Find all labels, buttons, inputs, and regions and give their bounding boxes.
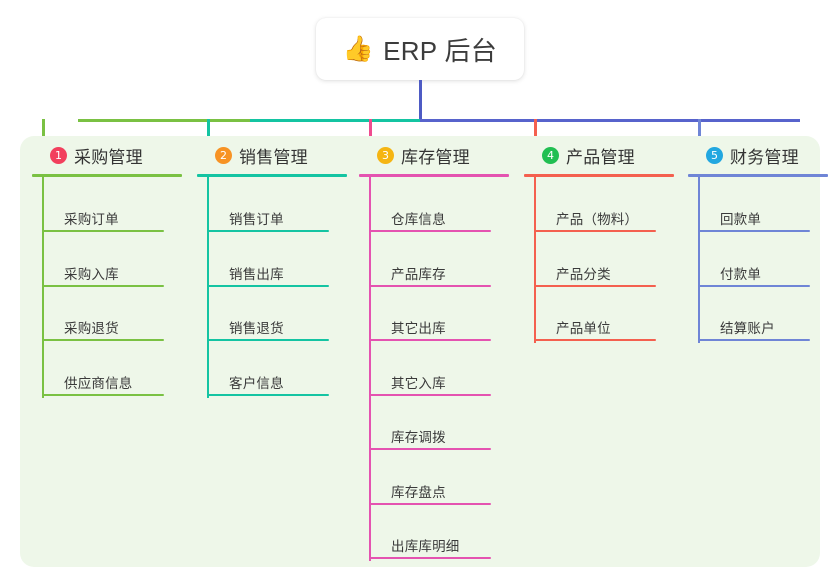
branch-column-5: 5 财务管理回款单付款单结算账户 (688, 136, 828, 343)
branch-spine-line (369, 177, 371, 561)
branch-leaf-label: 结算账户 (720, 321, 775, 336)
branch-title: 财务管理 (730, 147, 799, 167)
branch-header-underline (359, 174, 509, 177)
branch-leaf-underline (369, 393, 491, 396)
branch-number-badge: 4 (542, 146, 559, 164)
branch-column-1: 1 采购管理采购订单采购入库采购退货供应商信息 (32, 136, 182, 398)
branch-leaf-underline (42, 393, 164, 396)
root-node-title: ERP 后台 (383, 35, 498, 66)
branch-leaf-label: 采购退货 (64, 321, 119, 336)
branch-leaf-label: 产品库存 (391, 266, 446, 282)
branch-leaf-underline (369, 502, 491, 505)
branch-leaf-label: 付款单 (720, 266, 762, 282)
branch-leaf-underline (369, 230, 491, 232)
branch-leaf-label: 供应商信息 (64, 375, 133, 391)
branches-panel: 1 采购管理采购订单采购入库采购退货供应商信息 2 销售管理销售订单销售出库销售退货客… (20, 136, 828, 567)
branch-leaf-underline (698, 339, 810, 341)
branch-leaf-underline (42, 284, 164, 287)
bus-segment-3 (420, 119, 800, 122)
branch-leaf-underline (534, 339, 656, 341)
branch-column-3: 3 库存管理仓库信息产品库存其它出库其它入库库存调拨库存盘点出库库明细 (359, 136, 509, 561)
branch-leaf-underline (42, 230, 164, 232)
branch-leaf-label: 销售订单 (229, 212, 284, 227)
bus-segment-1 (78, 119, 250, 122)
branch-leaf-label: 采购入库 (64, 266, 119, 282)
branch-spine-line (42, 177, 44, 398)
branch-leaf-label: 库存盘点 (391, 484, 446, 500)
branch-header-产品管理[interactable]: 4 产品管理 (524, 136, 674, 174)
branch-header-采购管理[interactable]: 1 采购管理 (32, 136, 182, 174)
branch-header-underline (197, 174, 347, 177)
branch-leaf-underline (534, 230, 656, 232)
branch-leaf-label: 产品单位 (556, 321, 611, 336)
branch-leaf-underline (207, 284, 329, 287)
branch-leaf-label: 库存调拨 (391, 430, 446, 445)
branch-leaf-label: 产品（物料） (556, 212, 639, 227)
branch-leaf-label: 其它入库 (391, 375, 446, 391)
branch-leaf-label: 产品分类 (556, 266, 611, 282)
branch-leaf-label: 客户信息 (229, 375, 284, 391)
bus-segment-2 (250, 119, 420, 122)
branch-leaf-label: 销售退货 (229, 321, 284, 336)
branch-leaf-label: 其它出库 (391, 321, 446, 336)
root-node-card[interactable]: 👍 ERP 后台 (316, 18, 524, 80)
branch-leaf-label: 出库库明细 (391, 539, 460, 554)
branch-leaf-underline (369, 557, 491, 559)
branch-header-财务管理[interactable]: 5 财务管理 (688, 136, 828, 174)
branch-leaf-underline (369, 284, 491, 287)
branch-leaf-label: 采购订单 (64, 212, 119, 227)
branch-header-underline (524, 174, 674, 177)
branch-header-销售管理[interactable]: 2 销售管理 (197, 136, 347, 174)
branch-number-badge: 5 (706, 146, 723, 164)
branch-title: 库存管理 (401, 147, 470, 167)
branch-leaf-underline (369, 448, 491, 450)
branch-leaf-underline (698, 284, 810, 287)
branch-spine-line (207, 177, 209, 398)
branch-leaf-underline (207, 230, 329, 232)
branch-leaf-underline (369, 339, 491, 341)
branch-title: 销售管理 (239, 147, 308, 167)
branch-title: 采购管理 (74, 147, 143, 167)
branch-spine-line (698, 177, 700, 343)
branch-column-4: 4 产品管理产品（物料） 产品分类产品单位 (524, 136, 674, 343)
branch-header-underline (32, 174, 182, 177)
branch-leaf-underline (207, 339, 329, 341)
branch-leaf-label: 销售出库 (229, 266, 284, 282)
branch-leaf-underline (534, 284, 656, 287)
branch-leaf-label: 仓库信息 (391, 212, 446, 227)
branch-leaf-underline (207, 393, 329, 396)
branch-column-2: 2 销售管理销售订单销售出库销售退货客户信息 (197, 136, 347, 398)
branch-spine-line (534, 177, 536, 343)
branch-header-underline (688, 174, 828, 177)
root-stem-line (419, 80, 422, 122)
branch-title: 产品管理 (566, 147, 635, 167)
branch-leaf-underline (42, 339, 164, 341)
branch-number-badge: 1 (50, 146, 67, 164)
branch-leaf-underline (698, 230, 810, 232)
branch-leaf-label: 回款单 (720, 212, 762, 227)
branch-number-badge: 3 (377, 146, 394, 164)
branch-number-badge: 2 (215, 146, 232, 164)
branch-header-库存管理[interactable]: 3 库存管理 (359, 136, 509, 174)
thumbs-up-icon: 👍 (342, 34, 375, 63)
